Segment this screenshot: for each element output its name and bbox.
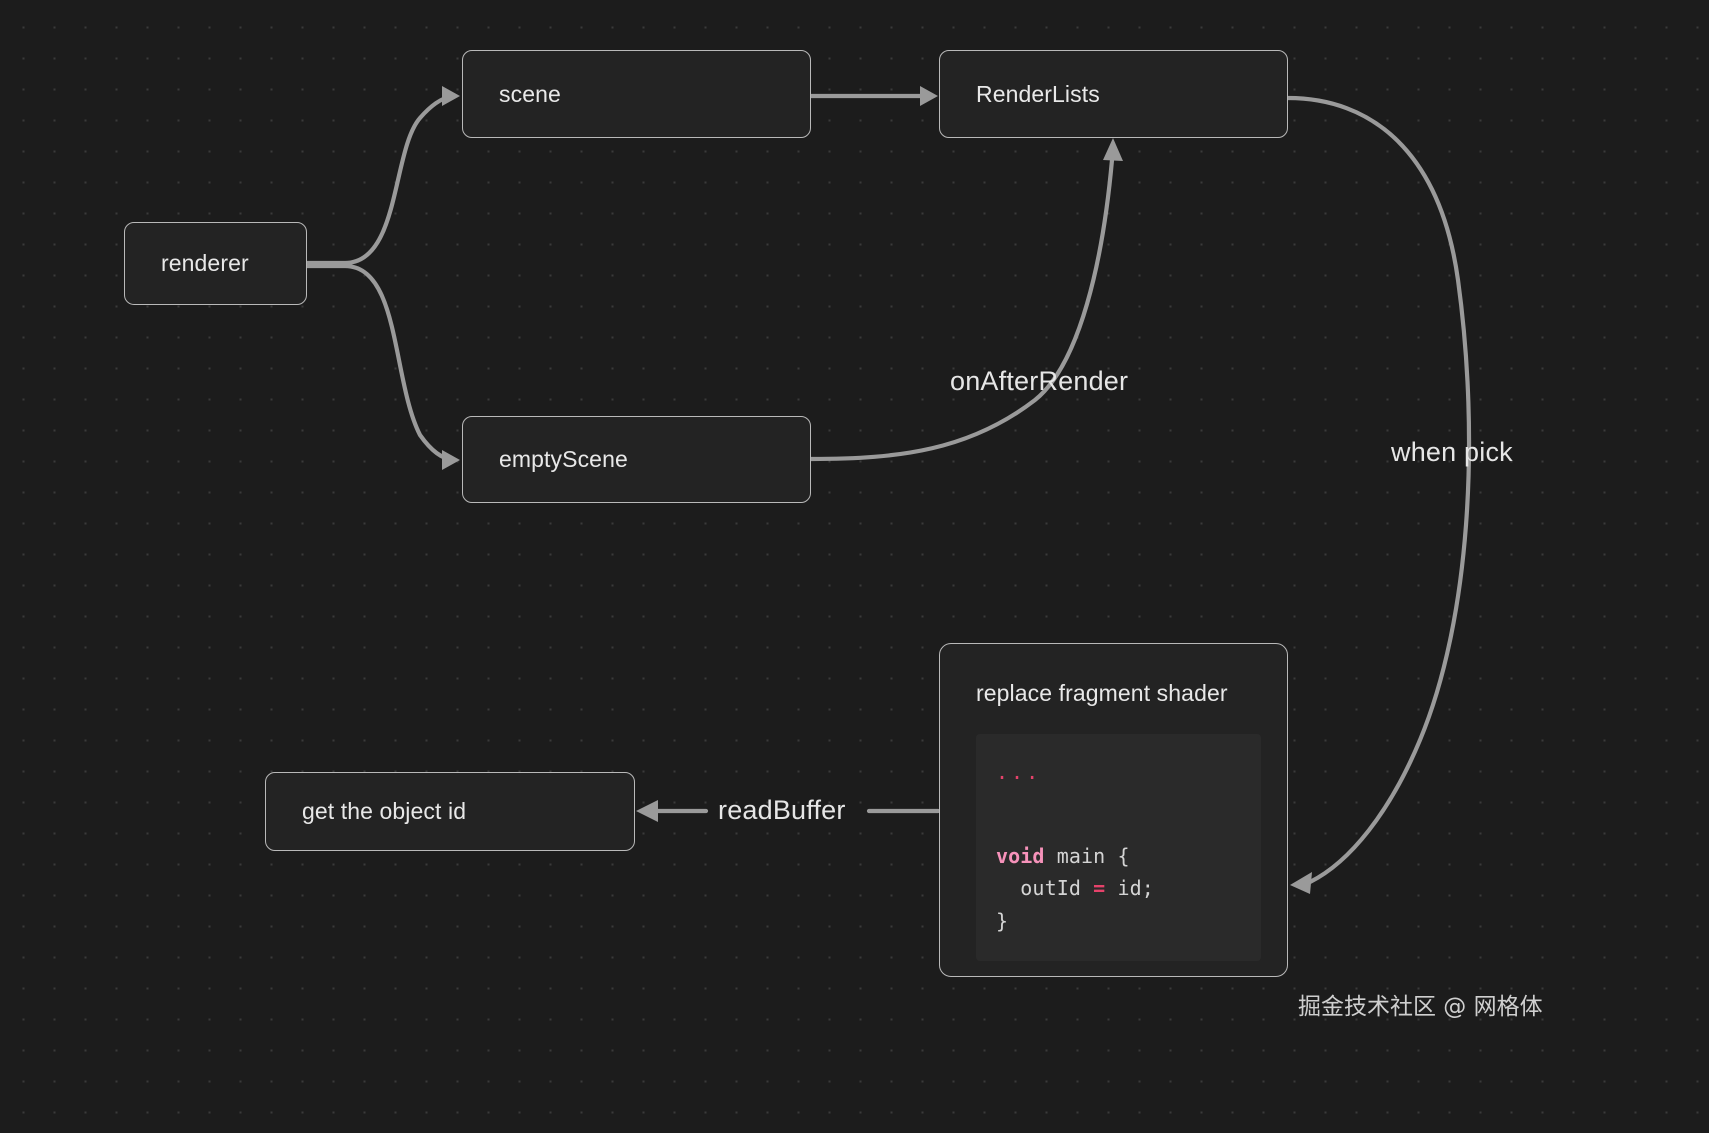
node-renderer-label: renderer <box>161 250 249 276</box>
code-operator-equals: = <box>1093 876 1106 901</box>
code-keyword-void: void <box>996 843 1045 868</box>
shader-code-block: ... void main { outId = id; } <box>976 734 1261 961</box>
edge-label-read-buffer: readBuffer <box>718 795 846 825</box>
node-renderlists[interactable]: RenderLists <box>939 50 1288 138</box>
node-renderer[interactable]: renderer <box>124 222 307 305</box>
node-scene-label: scene <box>499 80 561 107</box>
code-assignment-line: outId <box>996 876 1094 901</box>
edge-label-when-pick: when pick <box>1391 437 1513 467</box>
edge-label-on-after-render: onAfterRender <box>950 366 1129 396</box>
edge-renderer-to-emptyscene <box>304 263 460 470</box>
node-get-object-id-label: get the object id <box>302 798 467 824</box>
edge-scene-to-renderlists <box>808 86 938 106</box>
code-function-main: main <box>1056 843 1106 868</box>
node-emptyscene[interactable]: emptyScene <box>462 416 811 503</box>
node-scene[interactable]: scene <box>462 50 811 138</box>
node-renderlists-label: RenderLists <box>976 80 1100 107</box>
edge-renderer-to-scene <box>304 86 460 266</box>
code-close-brace: } <box>996 908 1009 933</box>
edge-emptyscene-to-renderlists <box>808 138 1123 462</box>
edge-renderlists-to-shader <box>1285 95 1472 894</box>
shader-card-title: replace fragment shader <box>976 680 1228 706</box>
node-get-object-id[interactable]: get the object id <box>265 772 635 851</box>
node-emptyscene-label: emptyScene <box>499 446 628 472</box>
watermark: 掘金技术社区 @ 网格体 <box>1298 994 1543 1020</box>
code-ellipsis: ... <box>996 760 1042 784</box>
node-replace-fragment-shader[interactable]: replace fragment shader ... void main { … <box>939 643 1288 977</box>
